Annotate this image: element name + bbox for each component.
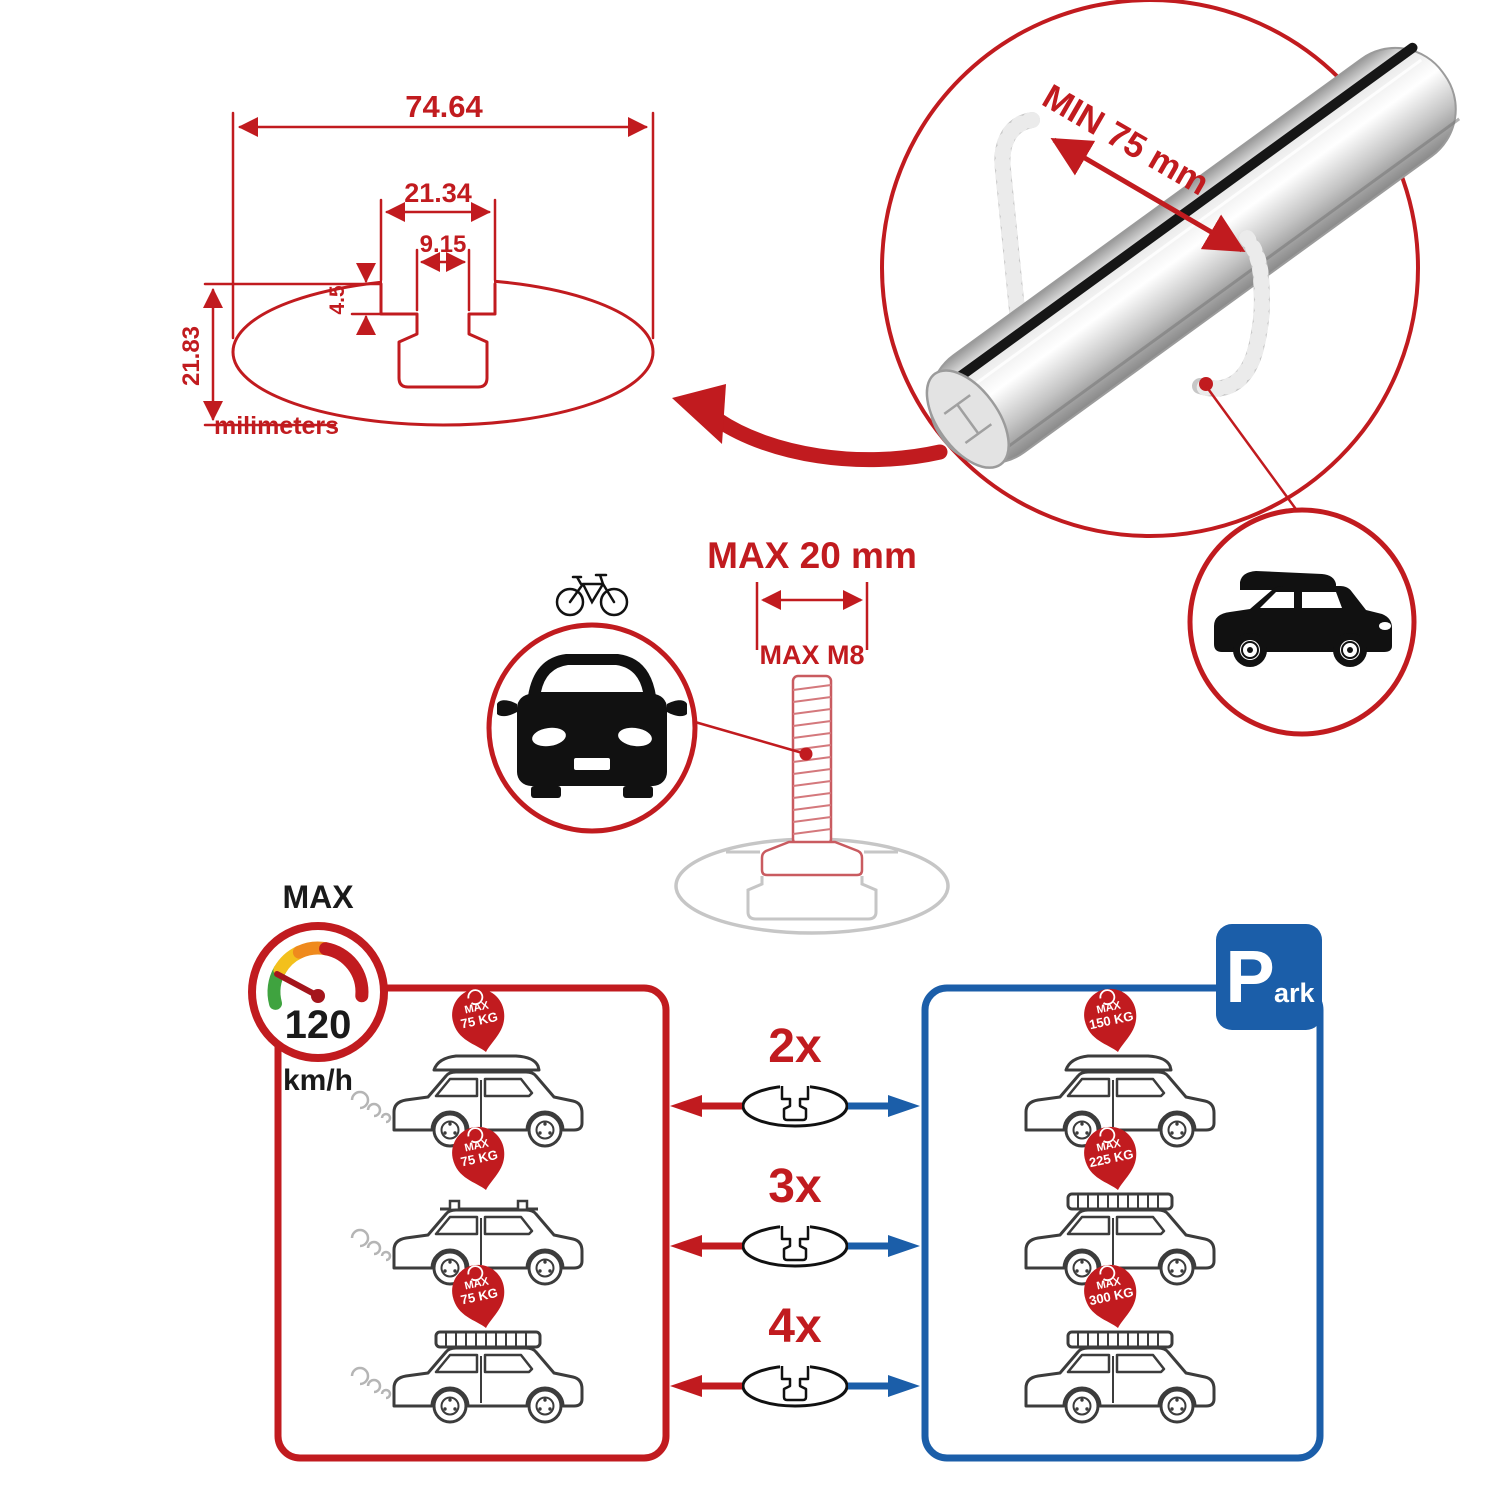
roof-box-icon — [1240, 571, 1336, 590]
clamp-point-dot — [1199, 377, 1213, 391]
speed-gauge: MAX 120 km/h — [248, 879, 388, 1097]
gauge-arc-red — [319, 942, 369, 1003]
speed-unit: km/h — [283, 1064, 353, 1097]
speed-value: 120 — [285, 1003, 352, 1047]
multiplier-2x: 2x — [768, 1020, 822, 1073]
tag-title: MAX — [463, 999, 490, 1016]
parking-sign: P ark — [1216, 924, 1322, 1030]
dim-slot-outer-label: 21.34 — [404, 178, 472, 208]
bolt-point-dot — [799, 747, 813, 761]
bolt-max-thread-label: MAX M8 — [759, 640, 864, 670]
t-bolt-icon — [760, 674, 864, 877]
multiplier-row-3: 4x — [670, 1300, 920, 1408]
car-front-icon — [497, 654, 687, 798]
parking-letter: P — [1225, 935, 1274, 1018]
dim-lip-height-label: 4.5 — [326, 285, 349, 315]
load-tag: MAX 75 KG — [447, 1121, 512, 1196]
parking-suffix: ark — [1274, 978, 1316, 1008]
multiplier-row-2: 3x — [670, 1160, 920, 1268]
ghost-clamp-right — [1192, 230, 1270, 397]
bolt-detail: MAX 20 mm MAX M8 — [486, 535, 950, 935]
load-tag: MAX 150 KG — [1079, 983, 1144, 1058]
dim-total-width-label: 74.64 — [405, 89, 483, 124]
crossbar-detail: MIN 75 mm — [880, 0, 1461, 538]
roofbox-car-icon — [1214, 571, 1392, 667]
gauge-needle — [274, 971, 321, 999]
load-tag: MAX 75 KG — [447, 983, 512, 1058]
transfer-arrow — [672, 384, 948, 468]
profile-icon — [741, 1223, 849, 1268]
load-tag: MAX 225 KG — [1079, 1121, 1144, 1196]
multiplier-3x: 3x — [768, 1160, 822, 1213]
profile-icon — [741, 1083, 849, 1128]
multiplier-row-1: 2x — [670, 1020, 920, 1128]
load-tag: MAX 300 KG — [1079, 1259, 1144, 1334]
profile-t-slot — [379, 282, 497, 389]
min-span-arrow — [1050, 137, 1246, 253]
roofbox-car-badge — [1187, 507, 1417, 737]
bolt-max-width-label: MAX 20 mm — [707, 535, 917, 576]
units-label: milimeters — [214, 412, 339, 440]
profile-dimension-drawing: 74.64 21.34 9.15 21.83 4.5 milimeters — [178, 89, 655, 440]
tag-title: MAX — [1095, 999, 1122, 1016]
dim-slot-inner-label: 9.15 — [420, 231, 467, 258]
ghost-slot-channel — [746, 876, 878, 921]
bike-icon — [555, 573, 629, 617]
load-tag: MAX 75 KG — [447, 1259, 512, 1334]
detail-connector-line — [1204, 385, 1300, 513]
bolt-leader-line — [694, 720, 807, 756]
comparison-section: P ark MAX 120 km/h MAX 75 — [248, 879, 1324, 1462]
dim-total-height-label: 21.83 — [178, 326, 205, 386]
tag-title: MAX — [463, 1137, 490, 1154]
tag-title: MAX — [1095, 1137, 1122, 1154]
tag-title: MAX — [463, 1275, 490, 1292]
profile-icon — [741, 1363, 849, 1408]
tag-title: MAX — [1095, 1275, 1122, 1292]
ghost-clamp-left — [994, 112, 1040, 348]
multiplier-4x: 4x — [768, 1300, 822, 1353]
speed-gauge-title: MAX — [282, 879, 354, 915]
